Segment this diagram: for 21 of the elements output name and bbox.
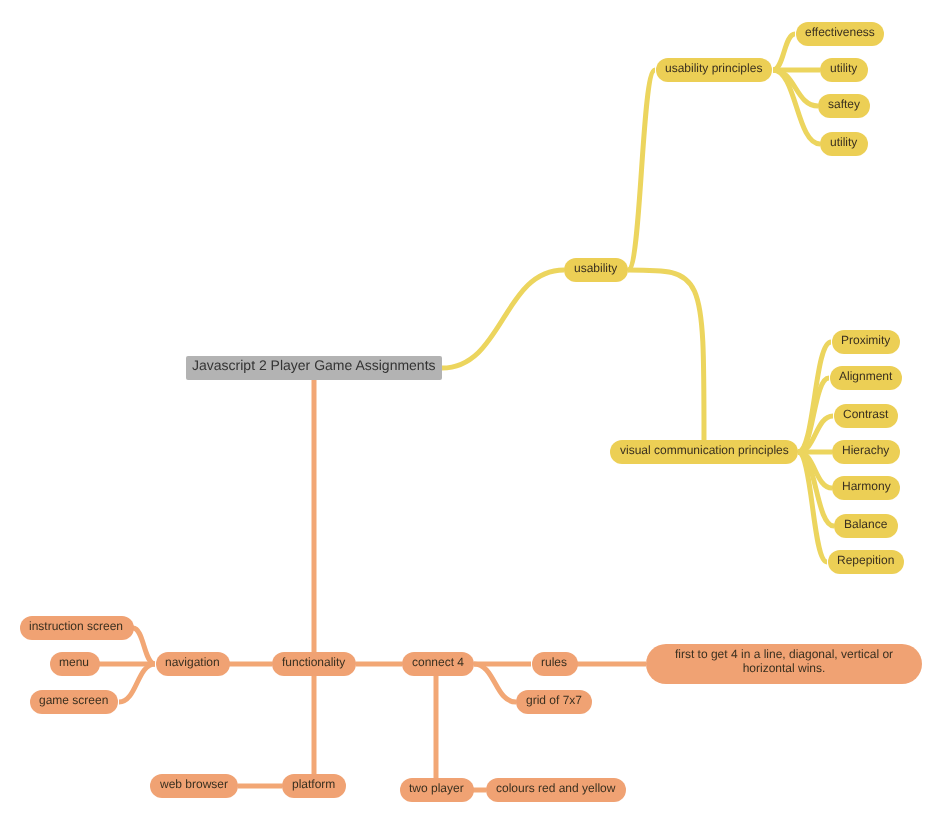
connector-line <box>99 661 155 667</box>
connector-line <box>474 661 531 667</box>
connector-line <box>628 267 707 440</box>
connector-line <box>441 267 565 371</box>
connector-line <box>118 661 156 705</box>
connector-line <box>311 676 317 774</box>
connector-line <box>356 661 402 667</box>
connector-line <box>433 676 439 778</box>
connector-line <box>132 625 156 667</box>
connector-line <box>473 661 517 705</box>
connector-line <box>772 67 819 109</box>
connector-line <box>577 661 646 667</box>
connector-line <box>773 67 820 73</box>
connector-line <box>626 68 657 272</box>
connector-line <box>772 67 821 147</box>
connector-line <box>311 380 317 652</box>
connector-line <box>238 783 282 789</box>
connector-line <box>229 661 272 667</box>
connector-line <box>473 787 486 793</box>
connector-line <box>772 31 796 73</box>
connector-line <box>796 449 829 565</box>
